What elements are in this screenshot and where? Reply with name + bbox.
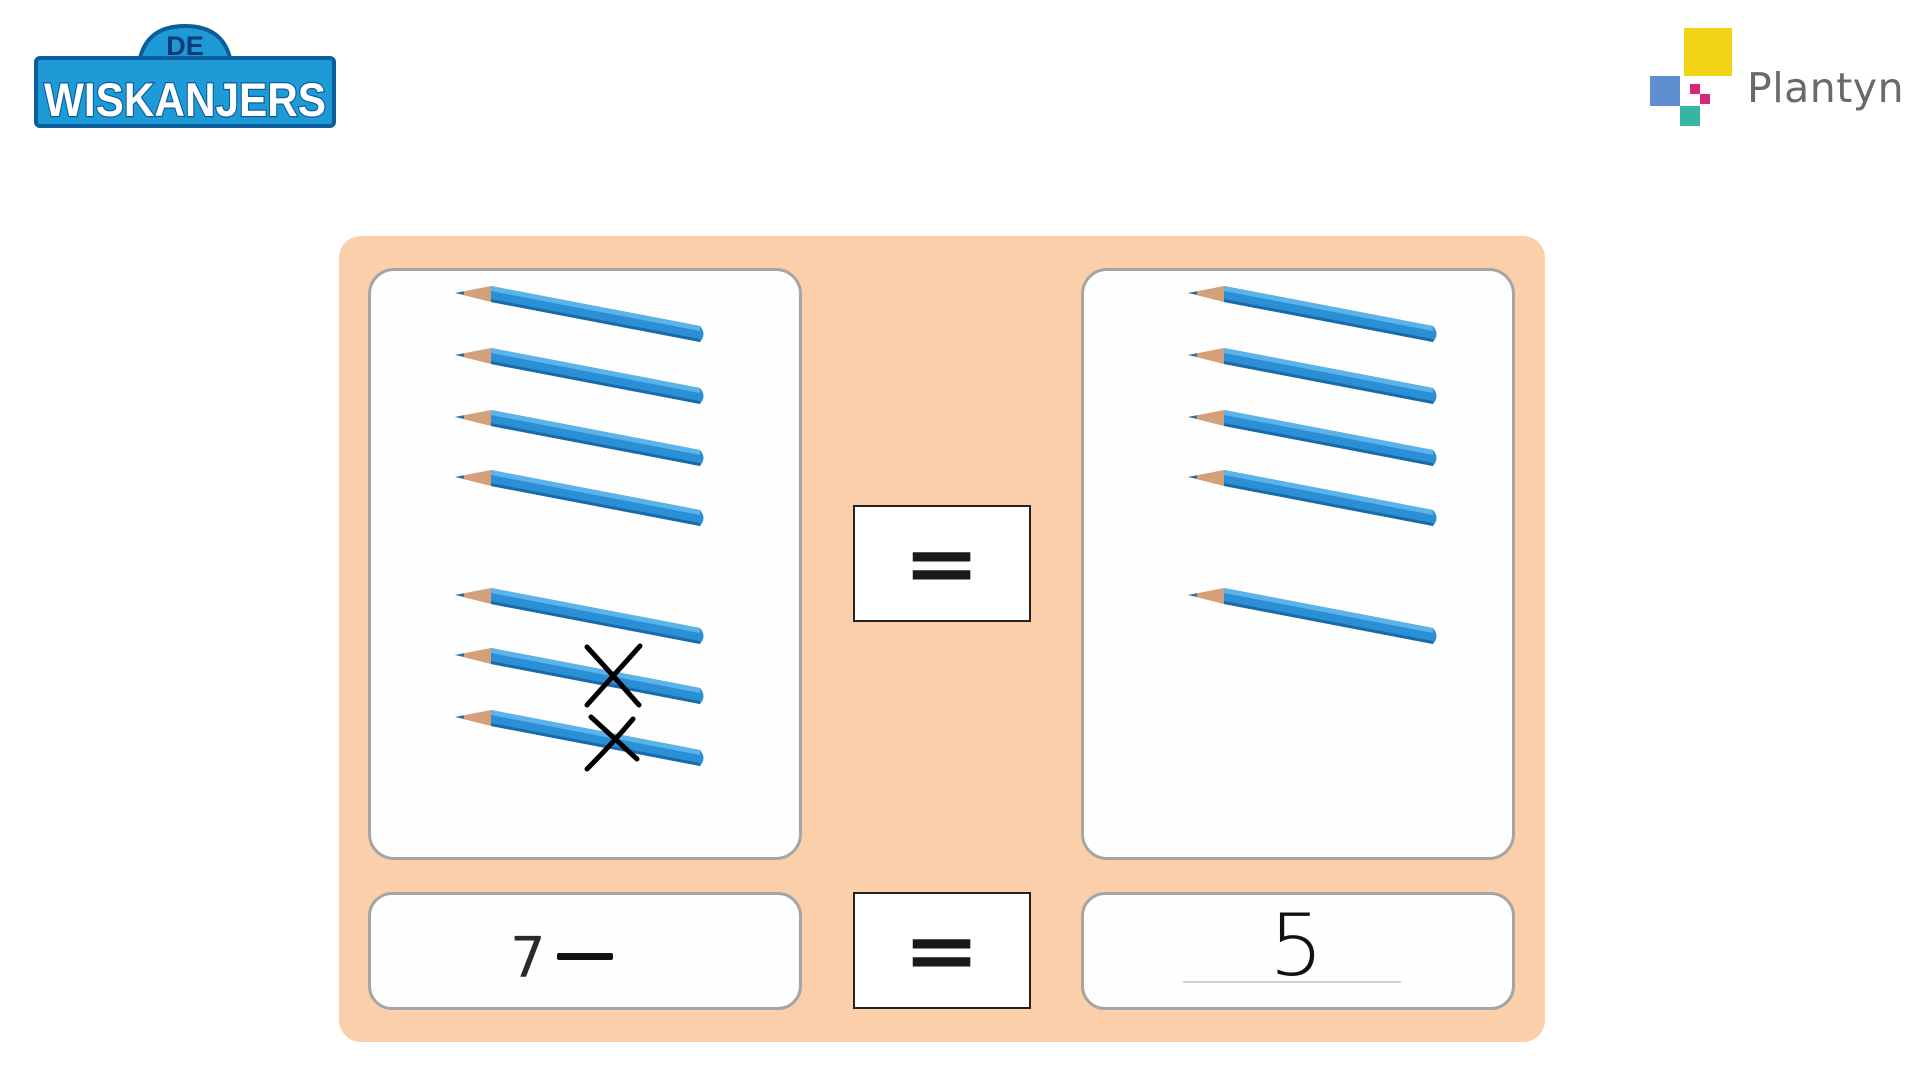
- pencil-3: [1188, 410, 1437, 466]
- pencil-2: [455, 348, 704, 404]
- pencil-2: [1188, 348, 1437, 404]
- plantyn-logo: Plantyn: [1650, 28, 1904, 136]
- pencil-6: [455, 648, 704, 704]
- right-pencil-card: [1081, 268, 1515, 860]
- answer-value: 5: [1269, 896, 1324, 996]
- answer-number: 7: [510, 926, 546, 991]
- pencil-4: [455, 470, 704, 526]
- plantyn-wordmark: Plantyn: [1747, 64, 1905, 112]
- pencil-3: [455, 410, 704, 466]
- equals-box-pictures: =: [853, 505, 1031, 622]
- right-pencil-group: [1188, 286, 1437, 644]
- logo-text-de: DE: [166, 31, 204, 61]
- pencil-1: [1188, 286, 1437, 342]
- logo-text-wiskanjers: WISKANJERS: [44, 73, 326, 126]
- pencil-4: [1188, 470, 1437, 526]
- cross-mark-2: [584, 714, 640, 772]
- equals-box-answers: =: [853, 892, 1031, 1009]
- pencil-7: [455, 710, 704, 766]
- left-pencil-card: [368, 268, 802, 860]
- left-answer-card[interactable]: 7: [368, 892, 802, 1010]
- cross-mark-1: [584, 643, 643, 708]
- left-pencil-group: [455, 286, 704, 772]
- answer-writing-line: [1183, 981, 1401, 983]
- minus-sign: [557, 953, 613, 960]
- pencil-1: [455, 286, 704, 342]
- equals-sign: =: [903, 903, 981, 997]
- equals-sign: =: [903, 516, 981, 610]
- pencil-5: [1188, 588, 1437, 644]
- wiskanjers-logo: DE WISKANJERS: [30, 18, 340, 136]
- right-answer-card[interactable]: 5: [1081, 892, 1515, 1010]
- pencil-5: [455, 588, 704, 644]
- exercise-board: = = 7 5: [339, 236, 1545, 1042]
